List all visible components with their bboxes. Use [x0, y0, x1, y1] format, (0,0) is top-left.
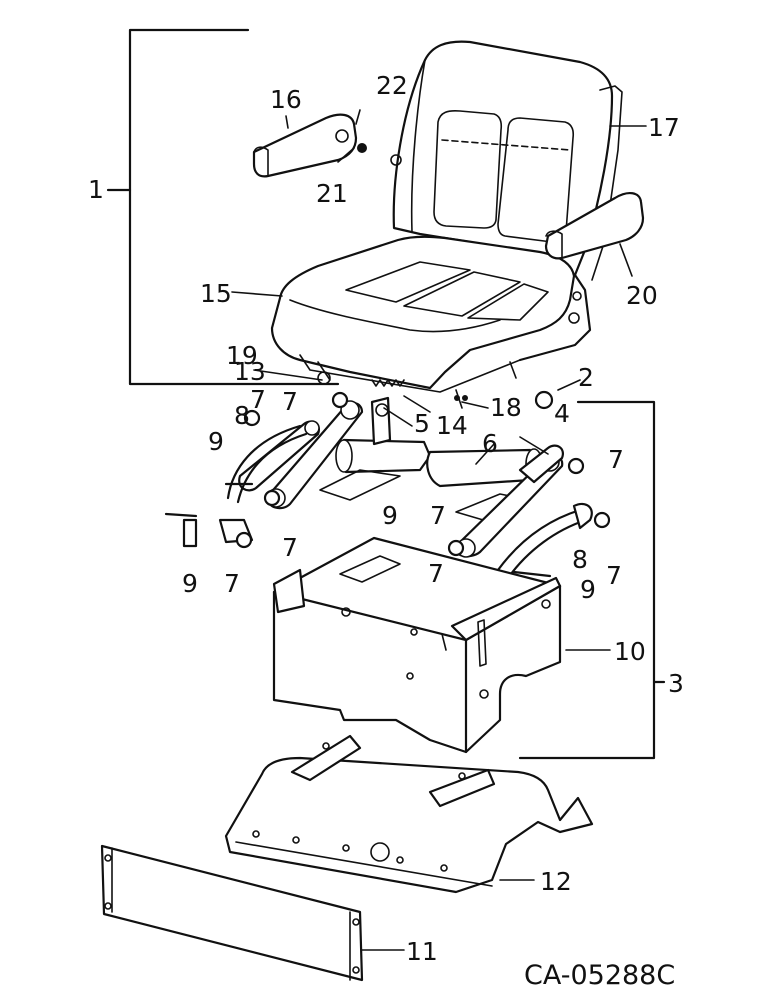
callout-7d: 7 [224, 569, 240, 598]
callout-labels: 1 2 3 4 5 6 7 7 7 7 7 7 7 7 8 8 9 9 9 9 … [88, 71, 684, 966]
armrest-right [544, 192, 645, 260]
leader-lines [231, 109, 647, 951]
seat-cushion [270, 154, 576, 409]
drawing-code: CA-05288C [524, 960, 675, 991]
callout-7c: 7 [282, 533, 298, 562]
callout-1: 1 [88, 175, 104, 204]
callout-16: 16 [270, 85, 302, 114]
callout-14: 14 [436, 411, 468, 440]
callout-6: 6 [482, 429, 498, 458]
callout-9b: 9 [182, 569, 198, 598]
callout-20: 20 [626, 281, 658, 310]
callout-19: 19 [226, 341, 258, 370]
callout-7b: 7 [282, 387, 298, 416]
callout-9a: 9 [208, 427, 224, 456]
front-cover-panel [100, 844, 364, 982]
bracket-assembly-1 [106, 28, 340, 386]
callout-13: 13 [234, 357, 266, 386]
mounting-plate [224, 734, 594, 894]
callout-18: 18 [490, 393, 522, 422]
armrest-left [252, 113, 367, 178]
callout-21: 21 [316, 179, 348, 208]
callout-7h: 7 [606, 561, 622, 590]
callout-3: 3 [668, 669, 684, 698]
callout-12: 12 [540, 867, 572, 896]
callout-7e: 7 [430, 501, 446, 530]
callout-9c: 9 [382, 501, 398, 530]
callout-4: 4 [554, 399, 570, 428]
callout-7g: 7 [608, 445, 624, 474]
callout-9d: 9 [580, 575, 596, 604]
callout-10: 10 [614, 637, 646, 666]
callout-7a: 7 [250, 385, 266, 414]
callout-8a: 8 [234, 401, 250, 430]
callout-2: 2 [578, 363, 594, 392]
callout-8b: 8 [572, 545, 588, 574]
callout-7f: 7 [428, 559, 444, 588]
bracket-assembly-3 [518, 400, 666, 760]
callout-15: 15 [200, 279, 232, 308]
callout-5: 5 [414, 409, 430, 438]
base-frame [272, 536, 562, 754]
callout-17: 17 [648, 113, 680, 142]
callout-11: 11 [406, 937, 438, 966]
callout-22: 22 [376, 71, 408, 100]
